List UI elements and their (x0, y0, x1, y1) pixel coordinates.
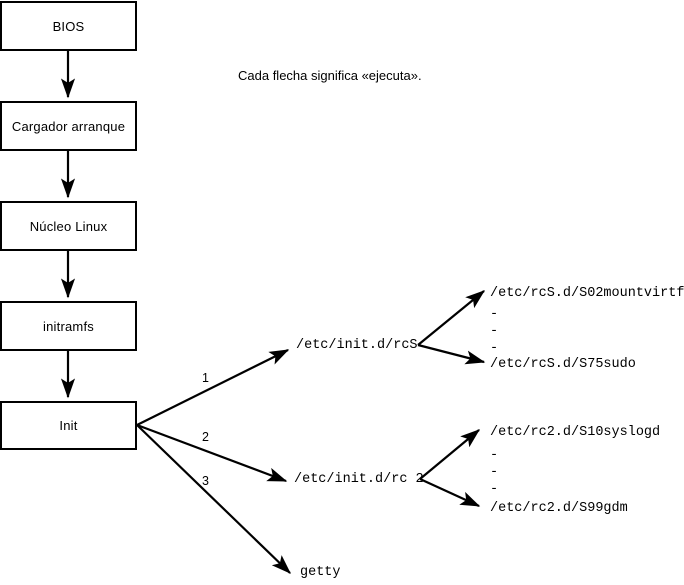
label-rcs-first-child[interactable]: /etc/rcS.d/S02mountvirtfs (490, 286, 684, 301)
rc2-ellipsis-dash-2: - (490, 465, 499, 480)
box-init[interactable]: Init (0, 401, 137, 450)
arrow-number-2: 2 (202, 430, 209, 444)
label-init-d-rc2[interactable]: /etc/init.d/rc 2 (294, 472, 424, 487)
rc2-ellipsis-dash-1: - (490, 448, 499, 463)
label-rcs-last-child[interactable]: /etc/rcS.d/S75sudo (490, 357, 636, 372)
box-init-label: Init (59, 418, 78, 433)
rcs-ellipsis-dash-1: - (490, 307, 499, 322)
label-init-d-rcs[interactable]: /etc/init.d/rcS (296, 338, 418, 353)
label-rc2-last-child[interactable]: /etc/rc2.d/S99gdm (490, 501, 628, 516)
box-initramfs[interactable]: initramfs (0, 301, 137, 351)
box-bios-label: BIOS (52, 18, 85, 34)
label-getty[interactable]: getty (300, 565, 341, 580)
box-bootloader-label: Cargador arranque (11, 118, 126, 134)
arrow-number-1: 1 (202, 371, 209, 385)
box-kernel-label: Núcleo Linux (29, 218, 108, 234)
arrow-rcs-to-last-child (417, 343, 486, 365)
box-bios[interactable]: BIOS (0, 1, 137, 51)
arrow-rc2-to-first-child (419, 429, 481, 480)
rc2-ellipsis-dash-3: - (490, 482, 499, 497)
rcs-ellipsis-dash-2: - (490, 324, 499, 339)
arrow-init-to-rcs (136, 349, 290, 426)
arrow-number-3: 3 (202, 474, 209, 488)
arrow-init-to-getty (136, 424, 291, 574)
box-bootloader[interactable]: Cargador arranque (0, 101, 137, 151)
label-rc2-first-child[interactable]: /etc/rc2.d/S10syslogd (490, 425, 661, 440)
rcs-ellipsis-dash-3: - (490, 341, 499, 356)
box-kernel[interactable]: Núcleo Linux (0, 201, 137, 251)
diagram-caption: Cada flecha significa «ejecuta». (238, 68, 422, 83)
arrow-rcs-to-first-child (417, 290, 486, 346)
arrow-init-to-rc2 (136, 423, 288, 483)
arrow-rc2-to-last-child (419, 477, 481, 508)
box-initramfs-label: initramfs (43, 318, 94, 334)
